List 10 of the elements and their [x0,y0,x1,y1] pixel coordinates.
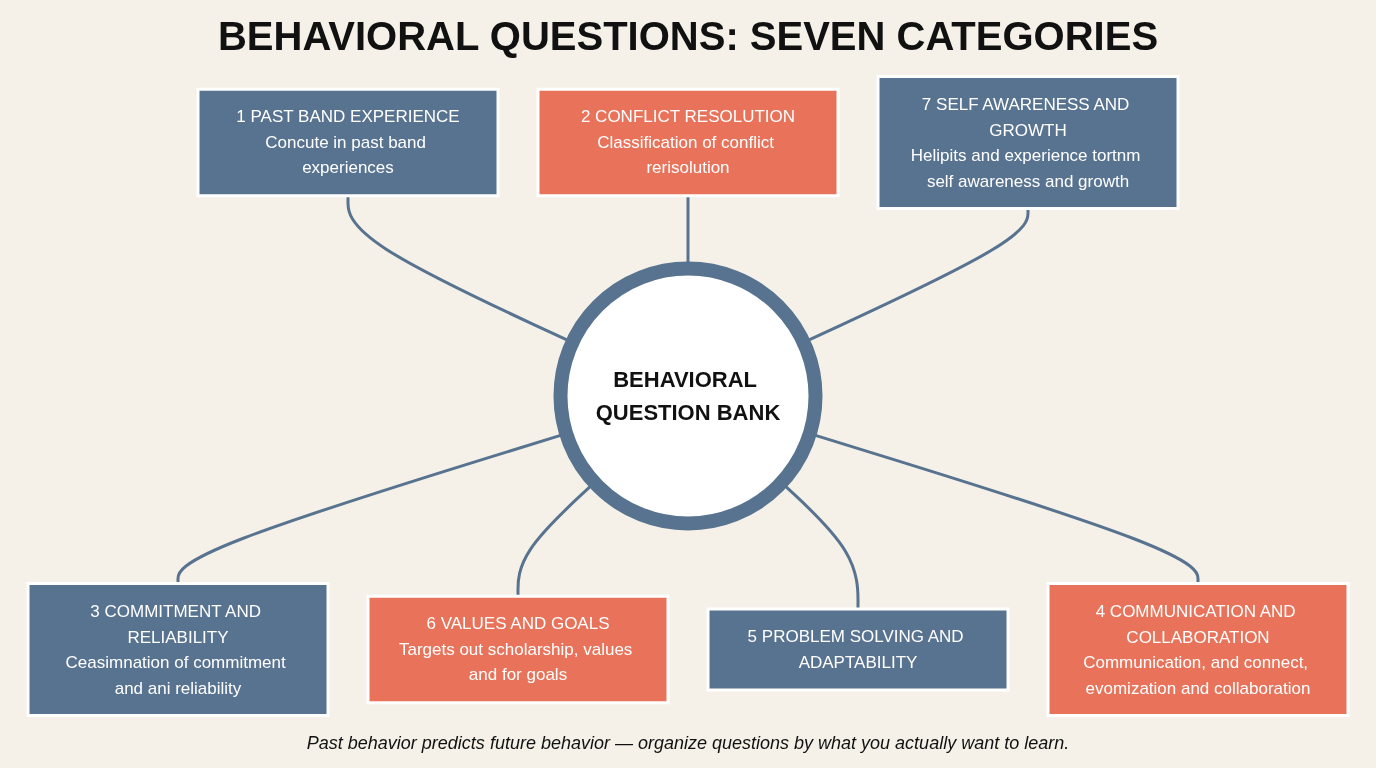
node-circle: BEHAVIORAL QUESTION BANK [553,261,823,531]
node-box: 5 PROBLEM SOLVING AND ADAPTABILITY [706,607,1010,692]
node-box: 3 COMMITMENT AND RELIABILITY Ceasimnation of commitment and ani reliability [26,582,330,717]
title: BEHAVIORAL QUESTIONS: SEVEN CATEGORIES [217,14,1159,59]
node-box: 6 VALUES AND GOALS Targets out scholarship, values and for goals [366,594,670,705]
node-box: 2 CONFLICT RESOLUTION Classification of conflict rerisolution [536,87,840,198]
caption: Past behavior predicts future behavior — organize questions by what you actually want to learn. [306,733,1070,754]
node-box: 1 PAST BAND EXPERIENCE Concute in past band experiences [196,87,500,198]
node-box: 7 SELF AWARENESS AND GROWTH Helipits and experience tortnm self awareness and growth [876,75,1180,210]
node-box: 4 COMMUNICATION AND COLLABORATION Communication, and connect, evomization and collaboration [1046,582,1350,717]
